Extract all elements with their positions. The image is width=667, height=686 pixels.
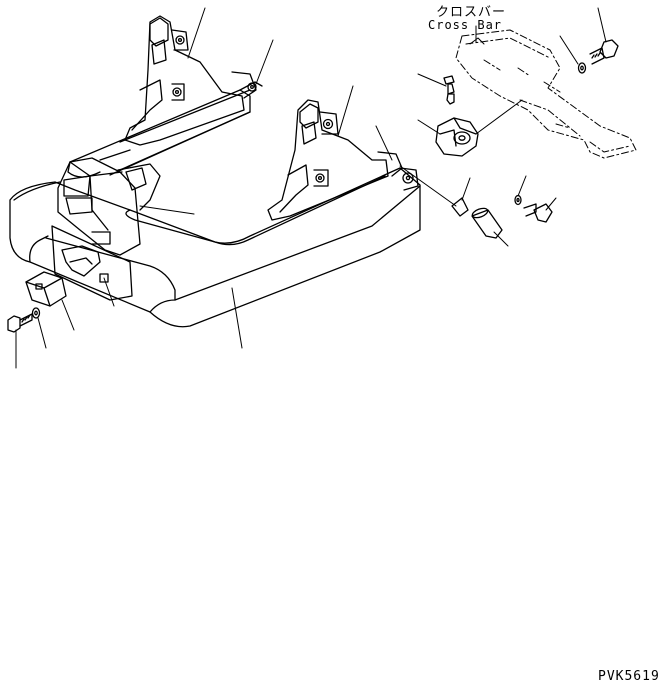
leader-lines xyxy=(15,7,607,369)
main-frame xyxy=(9,81,421,328)
bolt-right xyxy=(523,203,553,223)
crossbar-pointer xyxy=(469,37,485,45)
crossbar-bolt xyxy=(589,39,619,65)
bolt-left xyxy=(7,313,33,333)
washer-left xyxy=(31,307,41,319)
cross-bar xyxy=(455,29,637,159)
washer-right xyxy=(514,194,522,206)
drawing-code: PVK5619 xyxy=(598,669,660,684)
cross-bar-label-jp: クロスバー xyxy=(436,5,507,20)
left-bracket xyxy=(124,15,257,146)
cone-spacer xyxy=(451,197,469,217)
loose-clamp xyxy=(25,271,67,307)
grease-fitting xyxy=(443,75,455,105)
front-hitch xyxy=(57,157,161,256)
pin-boss xyxy=(435,117,479,157)
pin xyxy=(471,207,503,239)
right-bracket xyxy=(267,99,419,221)
washer-crossbar xyxy=(577,62,587,74)
front-plate xyxy=(51,225,133,301)
cross-bar-label-en: Cross Bar xyxy=(428,18,503,32)
